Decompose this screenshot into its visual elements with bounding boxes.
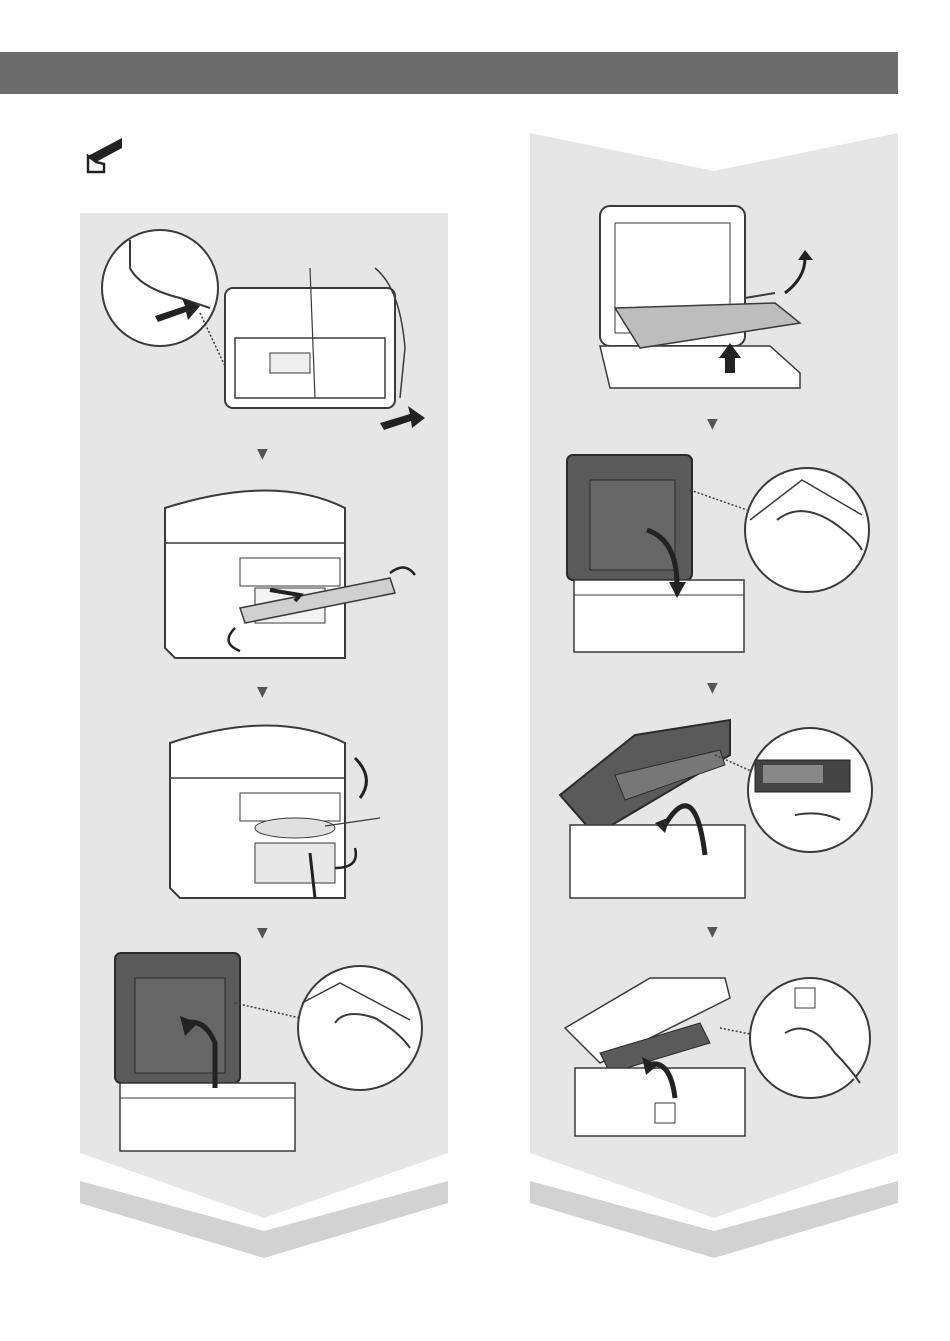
- illus-open-feeder-cover: [110, 948, 430, 1153]
- step-marker: ▼: [707, 417, 718, 431]
- illus-remove-front-cardboard: [155, 483, 425, 668]
- right-column: ▼ ▼ ▼: [530, 133, 900, 1263]
- tape-icon: [82, 134, 126, 178]
- step-marker: ▼: [257, 685, 268, 699]
- illus-close-feeder-cover: [562, 450, 872, 655]
- illus-remove-rear-tape: [100, 228, 430, 438]
- step-marker: ▼: [707, 925, 718, 939]
- left-column: ▼ ▼ ▼: [80, 213, 450, 1263]
- illus-remove-platen-sheet: [595, 198, 825, 393]
- step-marker: ▼: [257, 926, 268, 940]
- step-marker: ▼: [707, 681, 718, 695]
- illus-remove-output-tape: [165, 718, 425, 908]
- header-bar: [0, 52, 898, 94]
- step-marker: ▼: [257, 447, 268, 461]
- illus-open-toner-cover: [560, 973, 875, 1138]
- illus-lift-scanner-unit: [555, 705, 875, 900]
